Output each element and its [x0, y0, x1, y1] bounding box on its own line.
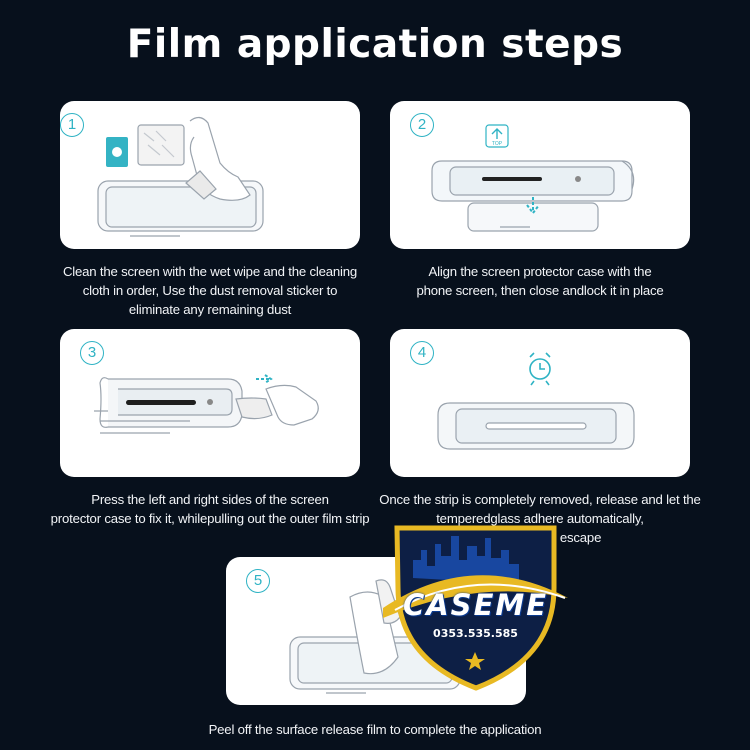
step-1-card: 1	[60, 101, 360, 249]
page-title: Film application steps	[126, 22, 624, 67]
step-number-badge: 3	[80, 341, 104, 365]
step-4-card: 4	[390, 329, 690, 477]
step-1-illustration	[97, 116, 264, 237]
caption-line: phone screen, then close andlock it in p…	[416, 283, 664, 298]
step-2-illustration: TOP	[431, 124, 635, 232]
step-1-caption: Clean the screen with the wet wipe and t…	[35, 262, 385, 319]
step-3-illustration	[94, 374, 319, 434]
step-2-card: TOP 2	[390, 101, 690, 249]
caption-line: cloth in order, Use the dust removal sti…	[82, 283, 338, 298]
step-3-card: 3	[60, 329, 360, 477]
step-number-badge: 1	[60, 113, 84, 137]
caption-line: Align the screen protector case with the	[428, 264, 652, 279]
caption-line: Once the strip is completely removed, re…	[379, 492, 701, 507]
alarm-clock-icon	[529, 352, 551, 386]
shield-logo	[383, 525, 568, 691]
caption-line: eliminate any remaining dust	[128, 302, 292, 317]
caption-line: temperedglass adhere automatically,	[436, 511, 644, 526]
step-2-caption: Align the screen protector case with the…	[380, 262, 700, 300]
watermark-brand: CASEME	[402, 588, 549, 622]
step-number-badge: 2	[410, 113, 434, 137]
caseme-watermark-badge: CASEME 0353.535.585	[383, 518, 568, 693]
step-3-caption: Press the left and right sides of the sc…	[35, 490, 385, 528]
caption-line: Clean the screen with the wet wipe and t…	[62, 264, 358, 279]
caption-line: protector case to fix it, whilepulling o…	[50, 511, 370, 526]
caption-line: Peel off the surface release film to com…	[208, 722, 542, 737]
step-5-caption: Peel off the surface release film to com…	[100, 720, 650, 739]
caption-line: Press the left and right sides of the sc…	[91, 492, 329, 507]
step-number-badge: 4	[410, 341, 434, 365]
top-tag: TOP	[492, 141, 503, 147]
step-4-illustration	[437, 352, 635, 450]
step-number-badge: 5	[246, 569, 270, 593]
watermark-phone: 0353.535.585	[433, 627, 518, 640]
